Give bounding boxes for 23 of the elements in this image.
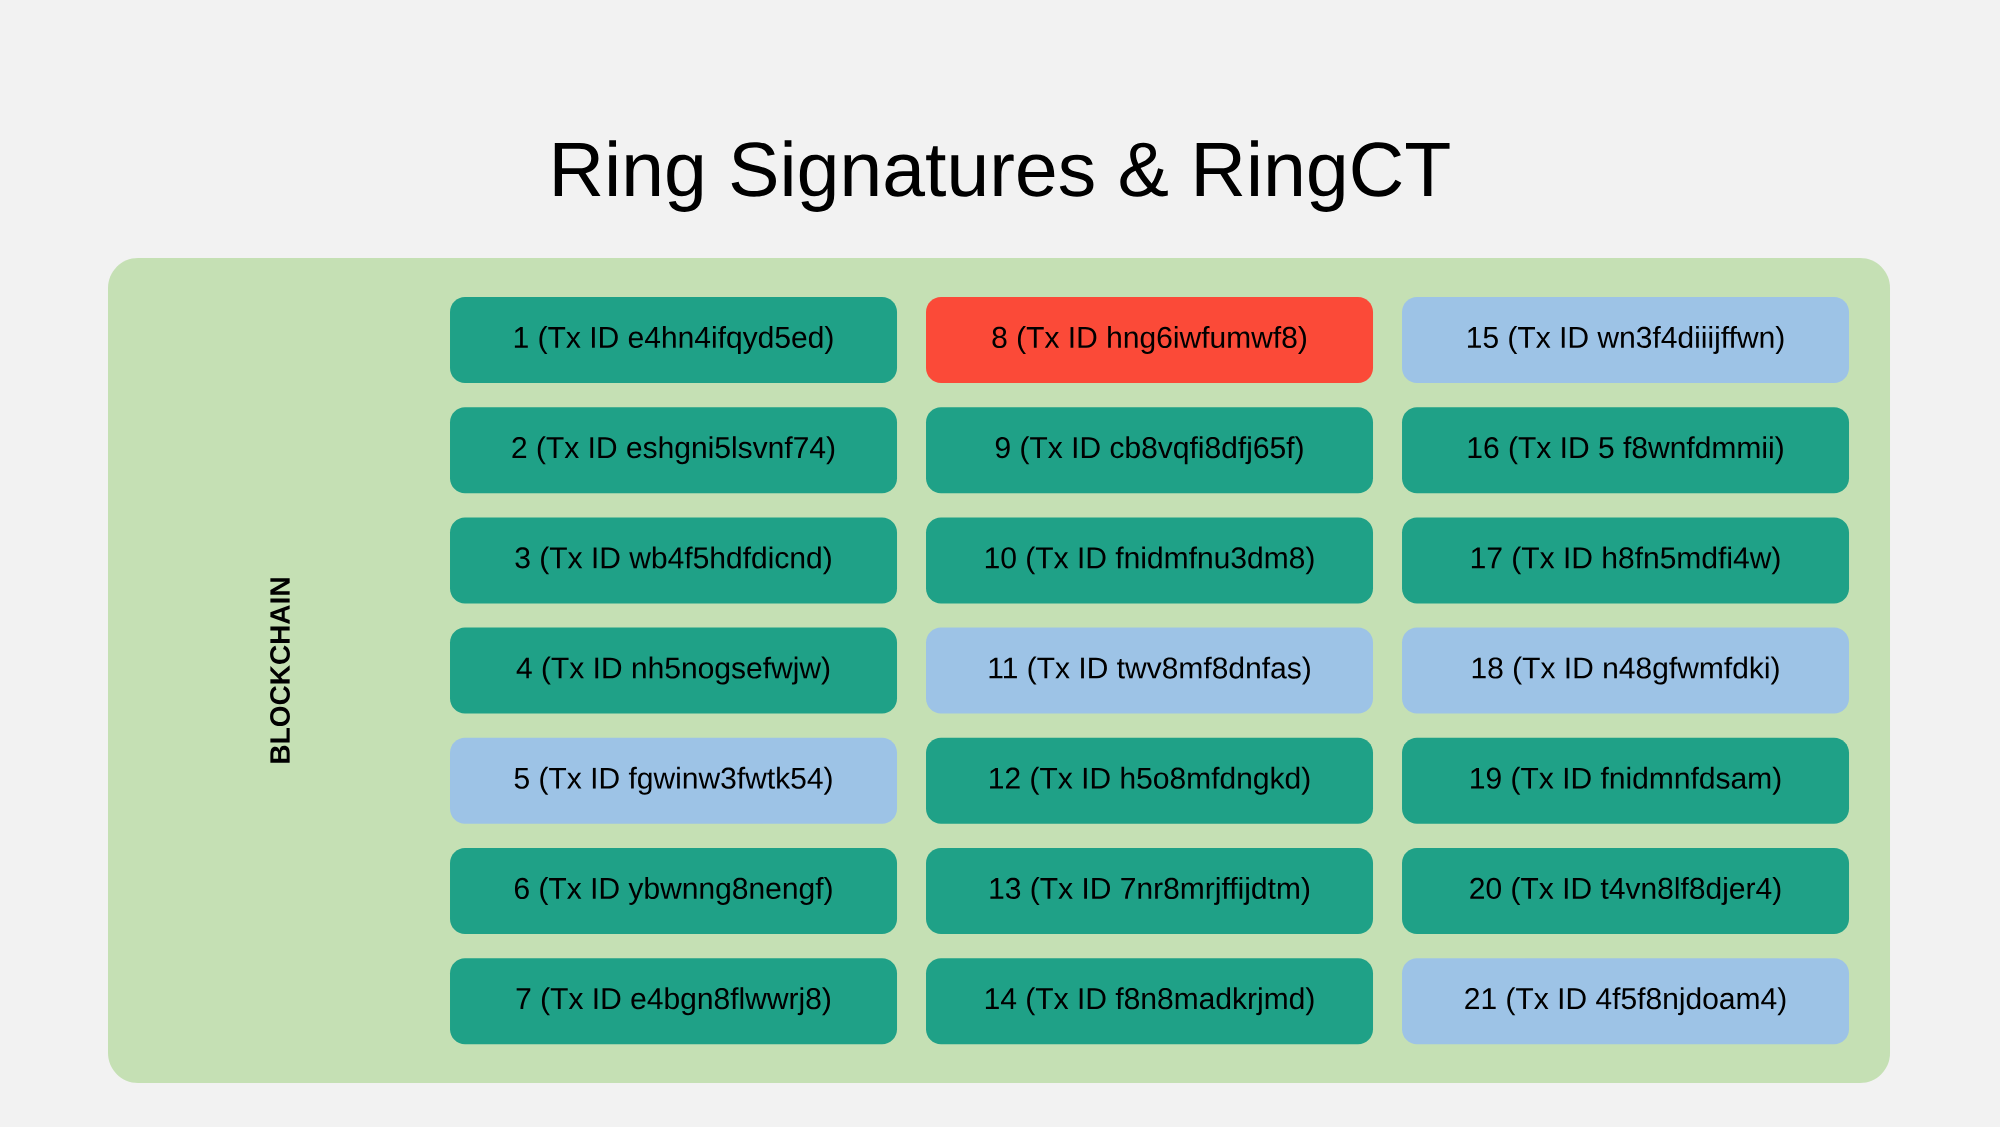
transaction-box: 9 (Tx ID cb8vqfi8dfj65f) (926, 407, 1373, 494)
transaction-box: 17 (Tx ID h8fn5mdfi4w) (1402, 517, 1849, 604)
transaction-box: 6 (Tx ID ybwnng8nengf) (450, 848, 897, 934)
transaction-box: 1 (Tx ID e4hn4ifqyd5ed) (450, 297, 897, 383)
title: Ring Signatures & RingCT (554, 140, 1450, 212)
transaction-box: 20 (Tx ID t4vn8lf8djer4) (1402, 848, 1849, 934)
transaction-box: 21 (Tx ID 4f5f8njdoam4) (1402, 958, 1849, 1045)
transaction-box: 3 (Tx ID wb4f5hdfdicnd) (450, 517, 897, 604)
transaction-box: 19 (Tx ID fnidmnfdsam) (1402, 737, 1849, 824)
transaction-box: 7 (Tx ID e4bgn8flwwrj8) (450, 958, 897, 1045)
transaction-box: 8 (Tx ID hng6iwfumwf8) (926, 297, 1373, 383)
transaction-box: 16 (Tx ID 5 f8wnfdmmii) (1402, 407, 1849, 494)
transaction-box: 12 (Tx ID h5o8mfdngkd) (926, 737, 1373, 824)
transaction-box: 10 (Tx ID fnidmfnu3dm8) (926, 517, 1373, 604)
transaction-box: 5 (Tx ID fgwinw3fwtk54) (450, 737, 897, 824)
section-label: BLOCKCHAIN (270, 578, 290, 763)
transaction-box: 4 (Tx ID nh5nogsefwjw) (450, 627, 897, 714)
transaction-box: 15 (Tx ID wn3f4diiijffwn) (1402, 297, 1849, 383)
transaction-box: 11 (Tx ID twv8mf8dnfas) (926, 627, 1373, 714)
transaction-box: 14 (Tx ID f8n8madkrjmd) (926, 958, 1373, 1045)
transaction-box: 2 (Tx ID eshgni5lsvnf74) (450, 407, 897, 494)
transaction-box: 18 (Tx ID n48gfwmfdki) (1402, 627, 1849, 714)
transaction-box: 13 (Tx ID 7nr8mrjffijdtm) (926, 848, 1373, 934)
